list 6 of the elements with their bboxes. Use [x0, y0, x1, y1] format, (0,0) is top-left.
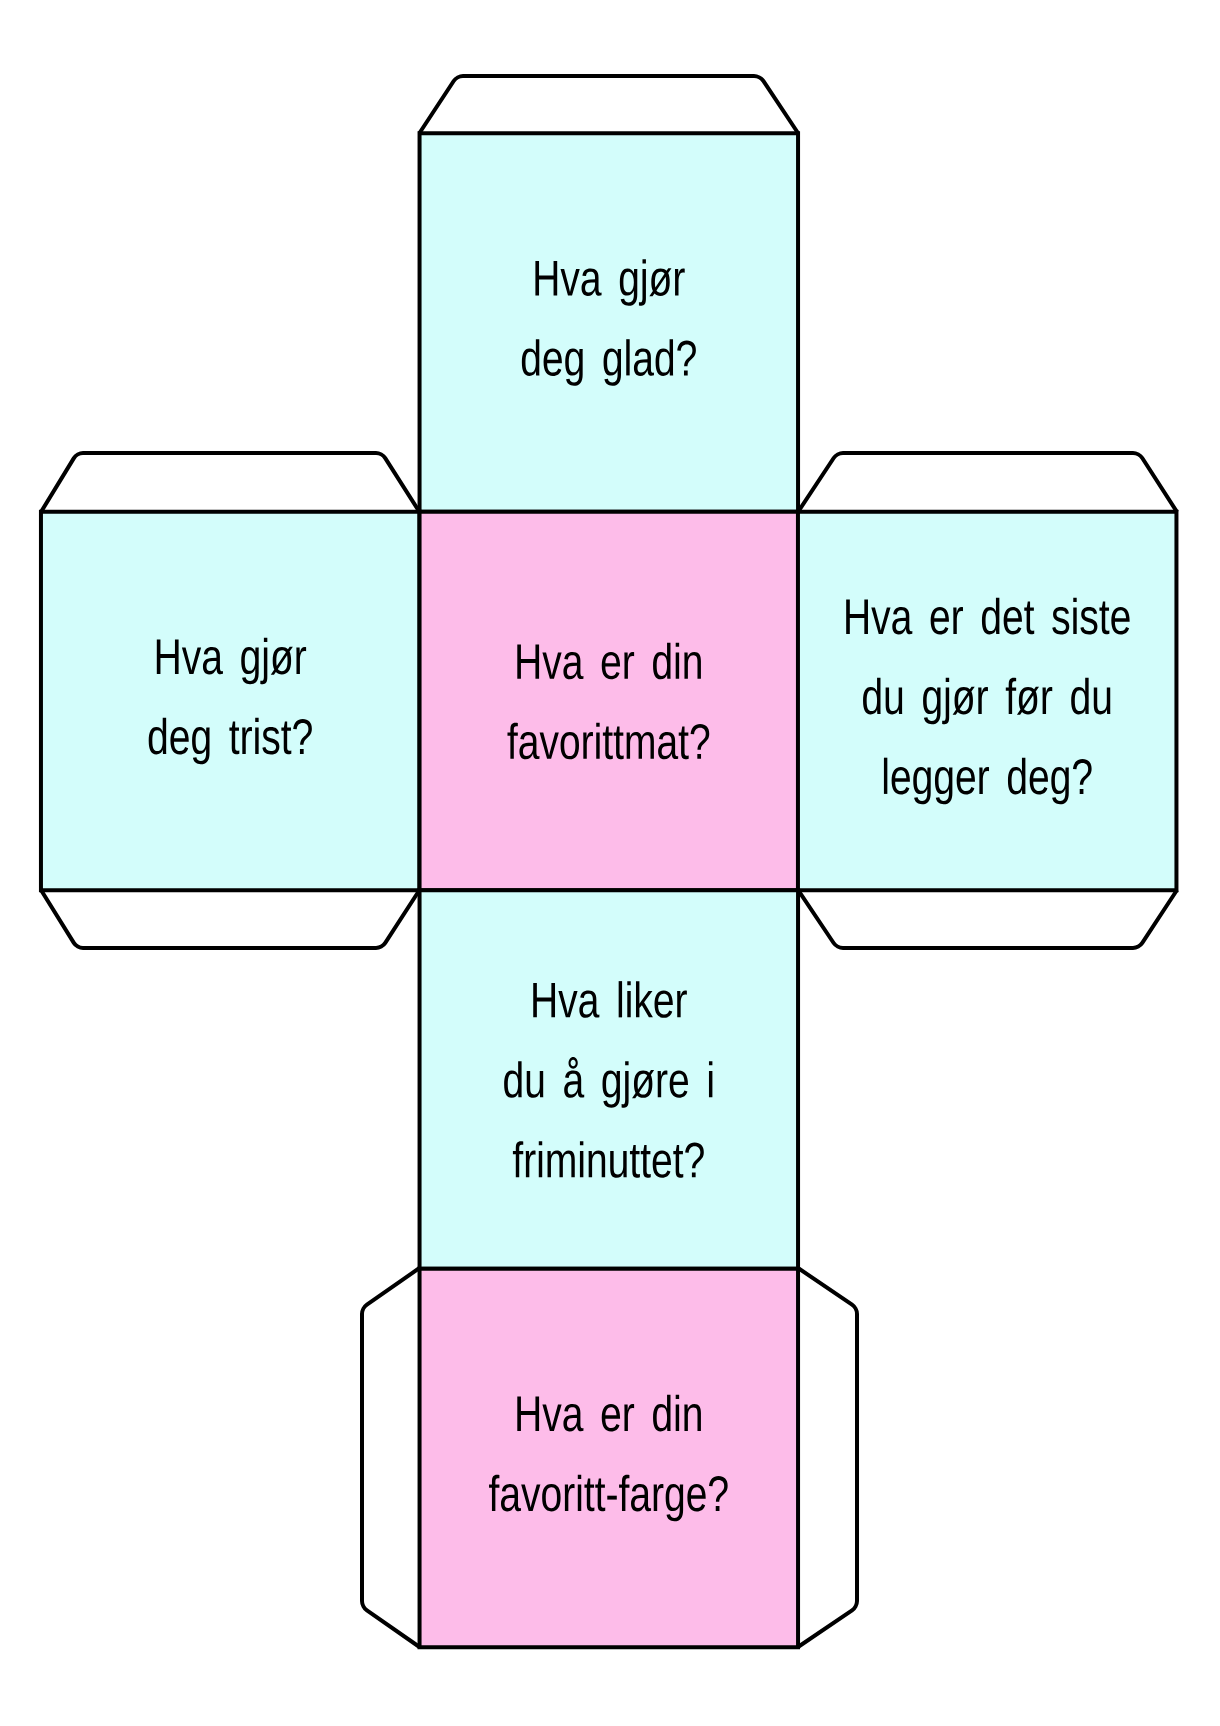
question-square: Hva liker du å gjøre i friminuttet? — [417, 888, 801, 1271]
question-square: Hva er din favoritt-farge? — [417, 1266, 801, 1650]
question-square: Hva gjør deg glad? — [417, 131, 801, 514]
question-square: Hva er det siste du gjør før du legger deg? — [795, 509, 1179, 893]
question-square: Hva gjør deg trist? — [38, 509, 422, 893]
question-square: Hva er din favorittmat? — [417, 509, 801, 893]
